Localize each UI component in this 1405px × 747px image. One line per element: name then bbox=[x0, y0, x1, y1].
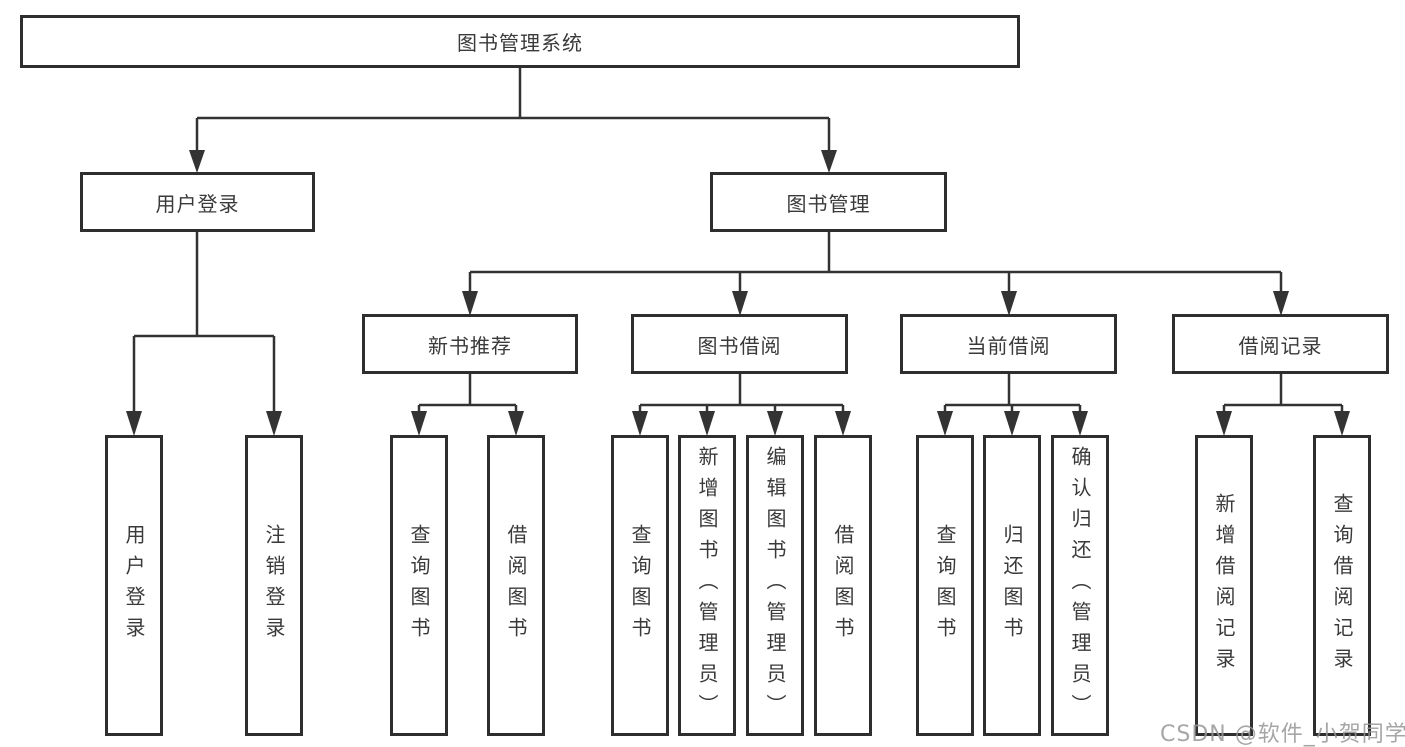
leaf-add-borrow-record: 新增借阅记录 bbox=[1195, 435, 1253, 736]
leaf-query-books-recommend-label: 查询图书 bbox=[407, 523, 431, 648]
leaf-borrow-books-recommend: 借阅图书 bbox=[487, 435, 545, 736]
node-root: 图书管理系统 bbox=[20, 15, 1020, 68]
leaf-query-books-recommend: 查询图书 bbox=[390, 435, 448, 736]
leaf-query-borrow-record: 查询借阅记录 bbox=[1313, 435, 1371, 736]
node-user-login-label: 用户登录 bbox=[155, 191, 240, 216]
leaf-query-books-borrowing: 查询图书 bbox=[611, 435, 669, 736]
leaf-add-borrow-record-label: 新增借阅记录 bbox=[1212, 492, 1236, 679]
leaf-return-books: 归还图书 bbox=[983, 435, 1041, 736]
leaf-borrow-books-recommend-label: 借阅图书 bbox=[504, 523, 528, 648]
leaf-query-books-current-label: 查询图书 bbox=[933, 523, 957, 648]
node-new-book-recommend: 新书推荐 bbox=[362, 314, 578, 374]
leaf-return-books-label: 归还图书 bbox=[1000, 523, 1024, 648]
node-borrowing-records-label: 借阅记录 bbox=[1238, 333, 1323, 358]
leaf-logout-label: 注销登录 bbox=[262, 523, 286, 648]
leaf-query-books-borrowing-label: 查询图书 bbox=[628, 523, 652, 648]
node-book-borrowing-label: 图书借阅 bbox=[697, 333, 782, 358]
leaf-borrow-books-borrowing: 借阅图书 bbox=[814, 435, 872, 736]
node-borrowing-records: 借阅记录 bbox=[1172, 314, 1389, 374]
node-user-login: 用户登录 bbox=[80, 172, 315, 232]
node-book-management-label: 图书管理 bbox=[786, 191, 871, 216]
leaf-add-books-admin: 新增图书（管理员） bbox=[678, 435, 736, 736]
csdn-watermark: CSDN @软件_小贺同学 bbox=[1160, 722, 1405, 747]
leaf-add-books-admin-label: 新增图书（管理员） bbox=[695, 446, 719, 725]
node-root-label: 图书管理系统 bbox=[457, 31, 583, 55]
leaf-user-login: 用户登录 bbox=[105, 435, 163, 736]
leaf-query-borrow-record-label: 查询借阅记录 bbox=[1330, 492, 1354, 679]
leaf-confirm-return-admin: 确认归还（管理员） bbox=[1051, 435, 1109, 736]
leaf-edit-books-admin: 编辑图书（管理员） bbox=[746, 435, 804, 736]
node-book-management: 图书管理 bbox=[710, 172, 947, 232]
leaf-edit-books-admin-label: 编辑图书（管理员） bbox=[763, 446, 787, 725]
leaf-logout: 注销登录 bbox=[245, 435, 303, 736]
arrowheads bbox=[126, 150, 1350, 436]
node-current-borrowing: 当前借阅 bbox=[900, 314, 1117, 374]
node-book-borrowing: 图书借阅 bbox=[631, 314, 848, 374]
leaf-user-login-label: 用户登录 bbox=[122, 523, 146, 648]
leaf-query-books-current: 查询图书 bbox=[916, 435, 974, 736]
node-new-book-recommend-label: 新书推荐 bbox=[428, 333, 512, 358]
leaf-confirm-return-admin-label: 确认归还（管理员） bbox=[1068, 446, 1092, 725]
node-current-borrowing-label: 当前借阅 bbox=[966, 333, 1051, 358]
leaf-borrow-books-borrowing-label: 借阅图书 bbox=[831, 523, 855, 648]
